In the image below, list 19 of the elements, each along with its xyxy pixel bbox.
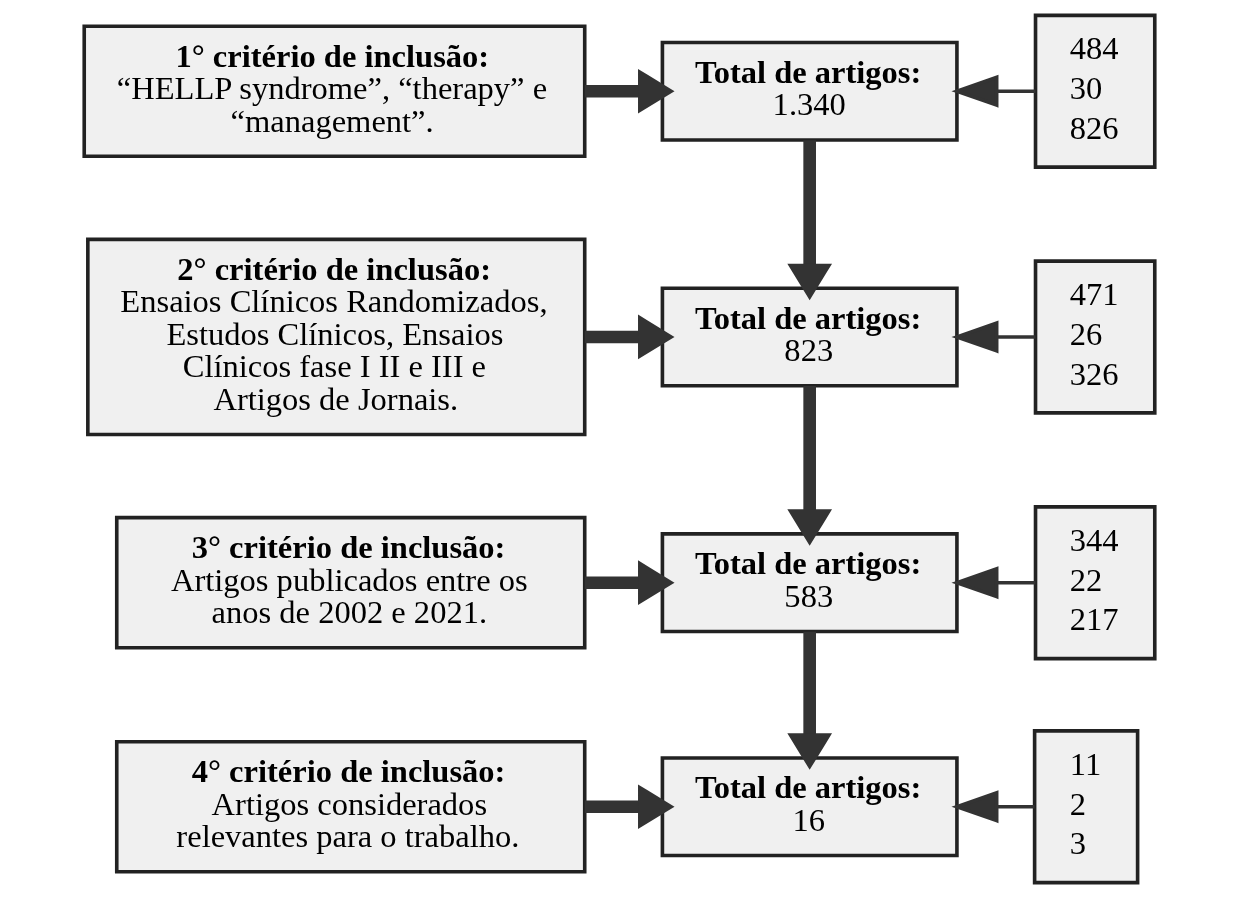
arrow <box>584 784 675 830</box>
node-box: 484 30 826 <box>1033 13 1157 169</box>
arrow <box>584 314 675 360</box>
node-box: 3° critério de inclusão: Artigos publicados entre os anos de 2002 e 2021. <box>114 515 587 650</box>
node-box: 344 22 217 <box>1033 505 1157 661</box>
node-box: Total de artigos: 1.340 <box>660 40 959 142</box>
arrow <box>787 631 833 770</box>
arrow <box>787 386 833 546</box>
arrow <box>787 140 833 301</box>
node-box: 2° critério de inclusão: Ensaios Clínicos Randomizados, Estudos Clínicos, Ensaios Clínicos fase I II e III e Artigos de Jornais. <box>86 237 587 437</box>
arrow <box>584 68 675 114</box>
node-box: 471 26 326 <box>1033 259 1157 415</box>
node-box: Total de artigos: 583 <box>660 532 959 634</box>
node-box: Total de artigos: 16 <box>660 756 959 858</box>
node-box: 11 2 3 <box>1032 729 1140 885</box>
node-box: 1° critério de inclusão: “HELLP syndrome”, “therapy” e “management”. <box>82 24 587 159</box>
node-box: Total de artigos: 823 <box>660 286 959 388</box>
node-box: 4° critério de inclusão: Artigos considerados relevantes para o trabalho. <box>114 739 587 874</box>
arrow <box>584 560 675 606</box>
